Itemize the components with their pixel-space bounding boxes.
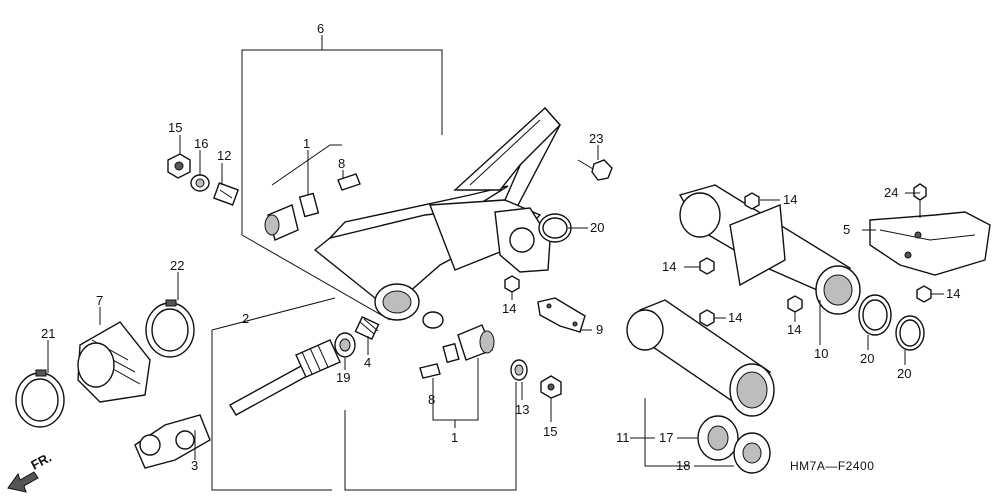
- callout-1-lower: 1: [451, 430, 458, 445]
- callout-20-c: 20: [897, 366, 911, 381]
- oring-20-b: [858, 294, 892, 336]
- callout-17: 17: [659, 430, 673, 445]
- callout-14-b: 14: [783, 192, 797, 207]
- bracket-11: [644, 398, 690, 467]
- callout-2: 2: [242, 311, 249, 326]
- axle-housing-11: [626, 299, 775, 417]
- callout-1-upper: 1: [303, 136, 310, 151]
- callout-8-upper: 8: [338, 156, 345, 171]
- bracket-5: [869, 211, 991, 276]
- direction-label: FR.: [28, 450, 54, 473]
- callout-14-e: 14: [787, 322, 801, 337]
- callout-14-d: 14: [728, 310, 742, 325]
- washer-19: [334, 332, 356, 358]
- clamp-21: [15, 369, 65, 428]
- callout-8-lower: 8: [428, 392, 435, 407]
- callout-14-f: 14: [946, 286, 960, 301]
- callout-16: 16: [194, 136, 208, 151]
- callout-19: 19: [336, 370, 350, 385]
- pivot-bearing-lower: [419, 324, 495, 379]
- callout-11: 11: [616, 430, 630, 445]
- spring-4: [354, 316, 380, 340]
- bearing-17: [697, 415, 739, 461]
- callout-23: 23: [589, 131, 603, 146]
- callout-14-c: 14: [662, 259, 676, 274]
- callout-15-upper: 15: [168, 120, 182, 135]
- u-joint-3: [134, 414, 211, 469]
- callout-7: 7: [96, 293, 103, 308]
- bolt-24: [913, 183, 927, 218]
- washer-16: [190, 174, 210, 192]
- callout-15-lower: 15: [543, 424, 557, 439]
- swingarm: [313, 106, 561, 329]
- shaft-2: [211, 297, 341, 491]
- plate-9: [537, 297, 586, 333]
- nut-15-upper: [167, 153, 191, 179]
- bracket-6: [241, 35, 443, 321]
- callout-24: 24: [884, 185, 898, 200]
- callout-6: 6: [317, 21, 324, 36]
- callout-14-a: 14: [502, 301, 516, 316]
- clamp-22: [145, 299, 195, 358]
- seal-12: [212, 182, 240, 206]
- front-direction-arrow: FR.: [7, 450, 54, 493]
- callout-13: 13: [515, 402, 529, 417]
- callout-10: 10: [814, 346, 828, 361]
- seal-18: [733, 432, 771, 474]
- housing-10: [678, 184, 861, 315]
- oring-20-a: [538, 213, 572, 243]
- callout-22: 22: [170, 258, 184, 273]
- callout-20-a: 20: [590, 220, 604, 235]
- callout-4: 4: [364, 355, 371, 370]
- bolt-23: [577, 159, 613, 181]
- leader-lines: [47, 135, 944, 491]
- cap-13: [510, 359, 528, 381]
- callout-3: 3: [191, 458, 198, 473]
- callout-5: 5: [843, 222, 850, 237]
- boot-7: [77, 321, 151, 403]
- oring-20-c: [895, 315, 925, 351]
- pivot-bearing-upper: [264, 173, 361, 241]
- nut-14-group: [504, 192, 932, 327]
- callout-12: 12: [217, 148, 231, 163]
- nut-15-lower: [540, 375, 562, 399]
- callout-18: 18: [676, 458, 690, 473]
- diagram-code: HM7A—F2400: [790, 459, 874, 473]
- callout-21: 21: [41, 326, 55, 341]
- callout-labels: 6 15 16 12 1 8 22 7 21 2 3 19 4 8 1 13 1…: [41, 21, 960, 473]
- callout-9: 9: [596, 322, 603, 337]
- callout-20-b: 20: [860, 351, 874, 366]
